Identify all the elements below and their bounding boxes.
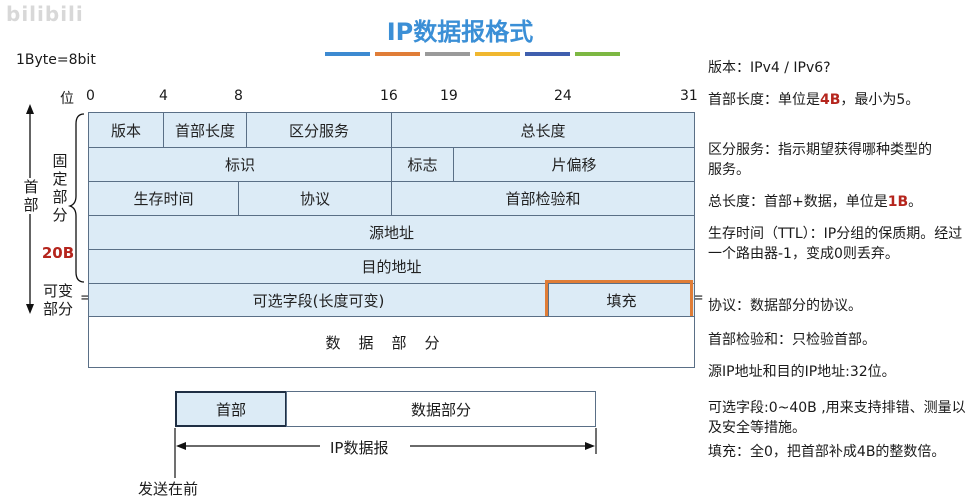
bilibili-watermark: bilibili: [6, 2, 84, 26]
desc-checksum: 首部检验和：只检验首部。: [708, 332, 876, 348]
datagram-span-arrow: [174, 428, 597, 478]
datagram-label: IP数据报: [330, 439, 389, 457]
header-char: 部: [23, 196, 39, 214]
fixed-char: 定: [52, 170, 68, 188]
desc-padding: 填充：全0，把首部补成4B的整数倍。: [708, 444, 946, 460]
bit-tick: 8: [234, 88, 243, 104]
field-header-checksum: 首部检验和: [391, 181, 695, 216]
field-header-length: 首部长度: [163, 112, 247, 148]
bit-tick: 16: [380, 88, 398, 104]
color-bar: [325, 52, 370, 56]
fixed-part-label: 固 定 部 分: [48, 152, 72, 224]
bit-scale-label: 位: [60, 91, 74, 107]
bottom-header-cell: 首部: [175, 391, 287, 427]
color-bar: [575, 52, 620, 56]
fixed-char: 部: [52, 188, 68, 206]
variable-line: 部分: [42, 300, 73, 318]
padding-highlight-box: [545, 280, 693, 321]
bit-tick: 4: [159, 88, 168, 104]
field-differentiated-services: 区分服务: [246, 112, 392, 148]
fixed-char: 固: [52, 152, 68, 170]
field-total-length: 总长度: [391, 112, 695, 148]
desc-header-length-text: 首部长度：单位是: [708, 92, 820, 108]
field-identification: 标识: [88, 147, 392, 182]
desc-header-length-text: ，最小为5。: [840, 92, 920, 108]
data-part-row: 数据部分: [88, 316, 695, 368]
desc-protocol: 协议：数据部分的协议。: [708, 298, 862, 314]
fixed-size-label: 20B: [41, 244, 75, 262]
send-first-label: 发送在前: [138, 480, 199, 498]
bit-tick: 19: [440, 88, 458, 104]
variable-line: 可变: [42, 282, 73, 300]
desc-options: 可选字段:0~40B ,用来支持排错、测量以及安全等措施。: [708, 400, 966, 436]
field-version: 版本: [88, 112, 164, 148]
field-ttl: 生存时间: [88, 181, 239, 216]
desc-differentiated-services: 区分服务：指示期望获得哪种类型的服务。: [708, 142, 932, 178]
field-fragment-offset: 片偏移: [453, 147, 695, 182]
bit-tick: 24: [554, 88, 572, 104]
field-source-address: 源地址: [88, 215, 695, 250]
header-char: 首: [23, 178, 39, 196]
color-bar: [475, 52, 520, 56]
desc-addresses: 源IP地址和目的IP地址:32位。: [708, 364, 896, 380]
options-edge-mark: =: [80, 290, 92, 306]
desc-total-length: 总长度：首部+数据，单位是1B。: [708, 192, 970, 212]
bottom-data-cell: 数据部分: [286, 391, 596, 427]
desc-total-length-text: 。: [908, 194, 923, 210]
color-bar: [525, 52, 570, 56]
field-destination-address: 目的地址: [88, 249, 695, 284]
field-flags: 标志: [391, 147, 454, 182]
desc-ttl: 生存时间（TTL）：IP分组的保质期。经过一个路由器-1，变成0则丢弃。: [708, 226, 963, 262]
bit-tick: 31: [680, 88, 698, 104]
byte-note: 1Byte=8bit: [16, 52, 96, 68]
desc-total-length-unit: 1B: [887, 194, 909, 210]
variable-part-label: 可变 部分: [36, 282, 80, 318]
bit-scale: 位 0 4 8 16 19 24 31: [60, 88, 700, 108]
color-bar: [425, 52, 470, 56]
page-title: IP数据报格式: [386, 18, 534, 46]
fixed-char: 分: [52, 206, 68, 224]
bit-tick: 0: [86, 88, 95, 104]
desc-header-length-unit: 4B: [820, 92, 841, 108]
desc-version: 版本：IPv4 / IPv6?: [708, 60, 831, 76]
color-bar: [375, 52, 420, 56]
field-protocol: 协议: [238, 181, 392, 216]
fixed-part-brace: [67, 113, 85, 283]
field-options: 可选字段(长度可变): [88, 283, 549, 317]
desc-total-length-text: 总长度：首部+数据，单位是: [708, 194, 888, 210]
header-vertical-label: 首 部: [16, 178, 46, 214]
options-edge-mark: =: [692, 290, 704, 306]
desc-header-length: 首部长度：单位是4B，最小为5。: [708, 90, 944, 110]
